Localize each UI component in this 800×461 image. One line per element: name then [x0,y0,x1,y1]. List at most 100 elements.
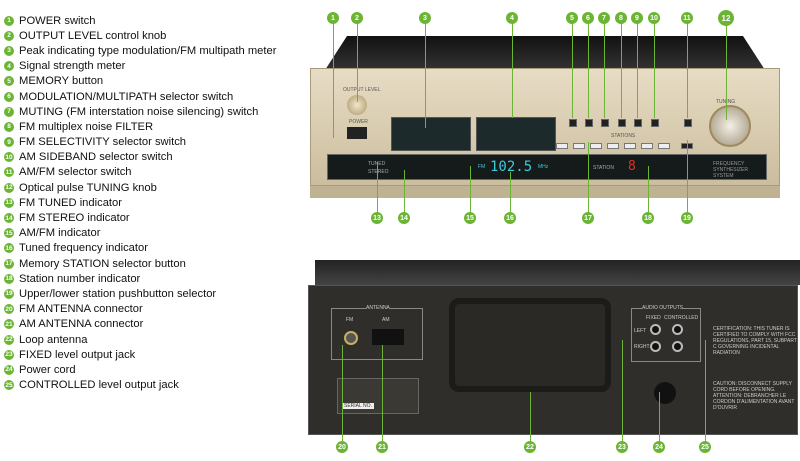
output-level-knob[interactable] [347,95,367,115]
callout-marker-4: 4 [506,12,518,24]
audio-outputs-section: AUDIO OUTPUTS FIXED CONTROLLED LEFT RIGH… [631,305,701,362]
filter-switch[interactable] [618,119,626,127]
callout-number-icon: 7 [4,106,14,117]
am-antenna-label: AM [382,317,390,323]
callout-leader-line [637,18,638,118]
left-label: LEFT [634,328,647,334]
callout-number-icon: 25 [4,380,14,391]
station-number-display: 8 [628,159,636,174]
callout-marker-25: 25 [699,441,711,453]
modulation-multipath-meter [391,117,471,151]
callout-marker-10: 10 [648,12,660,24]
callout-leader-line [705,340,706,447]
power-cord[interactable] [654,382,676,404]
rating-plate: SERIAL NO. [337,378,419,414]
legend-label: AM ANTENNA connector [19,318,144,331]
callout-number-icon: 19 [4,288,14,299]
legend-label: Signal strength meter [19,60,126,73]
loop-antenna[interactable] [449,298,611,392]
station-button-3[interactable] [590,143,602,149]
callout-leader-line [588,142,589,218]
rear-top-cover [315,260,800,285]
muting-switch[interactable] [601,119,609,127]
output-level-label: OUTPUT LEVEL [343,87,381,93]
callout-leader-line [648,166,649,218]
am-sideband-switch[interactable] [651,119,659,127]
callout-marker-16: 16 [504,212,516,224]
callout-marker-20: 20 [336,441,348,453]
callout-leader-line [588,18,589,118]
callout-number-icon: 17 [4,258,14,269]
am-antenna-connector[interactable] [372,329,404,345]
legend-label: AM/FM indicator [19,227,101,240]
station-button-4[interactable] [607,143,619,149]
callout-leader-line [659,392,660,447]
station-button-5[interactable] [624,143,636,149]
certification-text: CERTIFICATION: THIS TUNER IS CERTIFIED T… [713,326,797,356]
callout-marker-9: 9 [631,12,643,24]
callout-marker-24: 24 [653,441,665,453]
fixed-right-jack[interactable] [650,341,661,352]
callout-number-icon: 21 [4,319,14,330]
fixed-left-jack[interactable] [650,324,661,335]
right-label: RIGHT [634,344,650,350]
callout-leader-line [572,18,573,118]
callout-leader-line [622,340,623,447]
callout-number-icon: 14 [4,213,14,224]
legend-item: 21 AM ANTENNA connector [4,317,304,332]
callout-leader-line [342,345,343,447]
tuning-knob[interactable] [709,105,751,147]
station-button-2[interactable] [573,143,585,149]
fm-antenna-connector[interactable] [344,331,358,345]
legend-label: OUTPUT LEVEL control knob [19,29,167,42]
mhz-label: MHz [538,164,549,170]
power-switch[interactable] [347,127,367,139]
callout-number-icon: 11 [4,167,14,178]
legend-label: Peak indicating type modulation/FM multi… [19,44,277,57]
callout-number-icon: 1 [4,15,14,26]
callout-number-icon: 8 [4,121,14,132]
station-button-7[interactable] [658,143,670,149]
station-button-1[interactable] [556,143,568,149]
legend-item: 8 FM multiplex noise FILTER [4,119,304,134]
station-button-6[interactable] [641,143,653,149]
callout-leader-line [687,140,688,218]
callout-leader-line [470,166,471,218]
tuner-front-panel: OUTPUT LEVEL POWER STATIONS TUNING TUNED… [310,68,780,186]
legend-label: Optical pulse TUNING knob [19,181,157,194]
selectivity-switch[interactable] [634,119,642,127]
legend-label: FM multiplex noise FILTER [19,120,154,133]
callout-marker-15: 15 [464,212,476,224]
controlled-right-jack[interactable] [672,341,683,352]
controlled-left-jack[interactable] [672,324,683,335]
caution-text: CAUTION: DISCONNECT SUPPLY CORD BEFORE O… [713,381,795,411]
am-fm-switch[interactable] [684,119,692,127]
callout-leader-line [510,172,511,218]
stereo-label: STEREO [368,169,389,175]
tuning-label: TUNING [716,99,735,105]
fixed-label: FIXED [646,315,661,321]
legend-label: Loop antenna [19,333,88,346]
callout-number-icon: 5 [4,76,14,87]
callout-leader-line [377,162,378,218]
callout-leader-line [604,18,605,118]
callout-number-icon: 13 [4,197,14,208]
callout-number-icon: 18 [4,273,14,284]
modulation-multipath-switch[interactable] [585,119,593,127]
callout-leader-line [687,18,688,118]
callout-leader-line [530,392,531,447]
memory-button[interactable] [569,119,577,127]
